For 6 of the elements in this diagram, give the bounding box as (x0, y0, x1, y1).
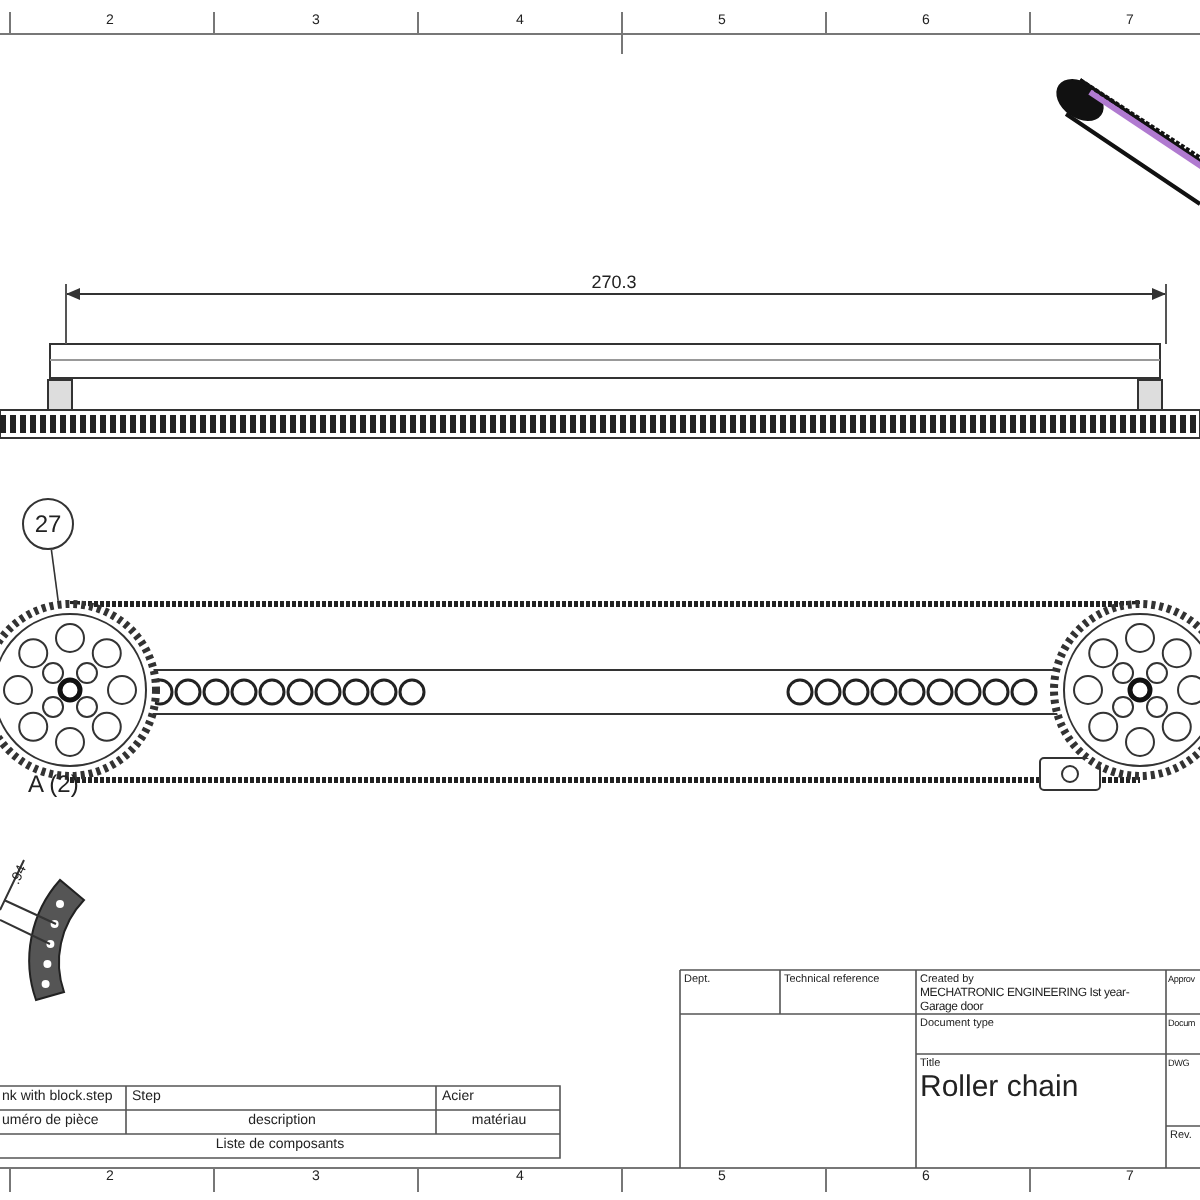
detail-view-label: A (2) (28, 772, 81, 799)
callout-balloon (22, 498, 74, 550)
callout-number: 27 (34, 510, 62, 538)
drawing-title: Roller chain (920, 1072, 1081, 1105)
dimension-value: 270.3 (589, 274, 639, 294)
leader-line (50, 548, 59, 602)
